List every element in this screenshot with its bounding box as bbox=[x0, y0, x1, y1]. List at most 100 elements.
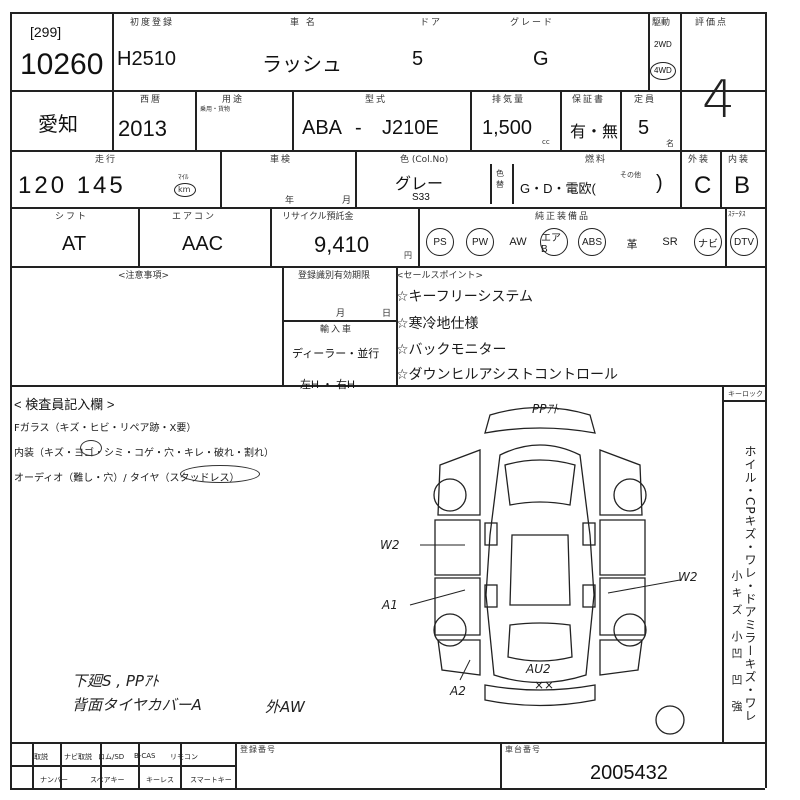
footer-label: スマートキー bbox=[190, 776, 232, 784]
mileage-unit-km: km bbox=[178, 185, 191, 194]
equipment-item: PW bbox=[466, 228, 494, 256]
shift-label: シフト bbox=[55, 212, 89, 222]
recycle-unit: 円 bbox=[404, 251, 412, 260]
trunk bbox=[507, 622, 573, 662]
doors-value: 5 bbox=[412, 48, 424, 70]
lot-number: 10260 bbox=[20, 48, 104, 81]
mark-au2: AU2 bbox=[526, 662, 551, 676]
first-reg-label: 初度登録 bbox=[130, 18, 175, 28]
wheel-rear-left bbox=[433, 613, 467, 647]
chassis-label: 車台番号 bbox=[505, 745, 541, 754]
reg-label: 登録識別有効期限 bbox=[298, 271, 371, 281]
reg-day: 日 bbox=[382, 309, 394, 319]
footer-label: 取説 bbox=[34, 753, 48, 761]
drive-2wd: 2WD bbox=[654, 40, 672, 49]
capacity-unit: 名 bbox=[666, 139, 674, 148]
equipment-item: DTV bbox=[730, 228, 758, 256]
equipment-item: PS bbox=[426, 228, 454, 256]
car-name-value: ラッシュ bbox=[262, 54, 342, 76]
footer-label: キーレス bbox=[146, 776, 174, 784]
drive-4wd: 4WD bbox=[654, 66, 672, 75]
side-legend: ホイル・CPキズ・ワレ・ドアミラーキズ・ワレ bbox=[743, 445, 757, 723]
mileage-unit-circle bbox=[174, 183, 196, 197]
class-sub: 乗用・貨物 bbox=[200, 106, 231, 113]
reg-no-label: 登録番号 bbox=[240, 745, 276, 754]
grade-label: グレード bbox=[510, 18, 555, 28]
aircon-label: エアコン bbox=[172, 212, 217, 222]
left-quarter bbox=[437, 639, 481, 676]
interior-value: B bbox=[734, 172, 751, 199]
year-label: 西暦 bbox=[140, 95, 163, 105]
sales-point-4: ☆ダウンヒルアシストコントロール bbox=[396, 367, 618, 383]
capacity-label: 定員 bbox=[634, 95, 657, 105]
equipment-label: 純正装備品 bbox=[535, 212, 591, 222]
inspection-line-audio: オーディオ（難し・穴）/ タイヤ（スタッドレス） bbox=[14, 473, 240, 484]
caution-label: <注意事項> bbox=[118, 271, 170, 281]
interior-label: 内装 bbox=[728, 155, 751, 165]
handwritten-note-3: 外AW bbox=[265, 698, 305, 716]
score-value: 4 bbox=[702, 70, 736, 130]
inspection-line-glass: Fガラス（キズ・ヒビ・リペア跡・X要） bbox=[14, 423, 197, 434]
front-bumper bbox=[484, 406, 596, 434]
mileage-unit-top: ﾏｲﾙ bbox=[178, 173, 189, 181]
car-body bbox=[485, 444, 595, 684]
mileage-label: 走行 bbox=[95, 155, 118, 165]
warranty-value: 有・無 bbox=[570, 124, 619, 141]
equipment-item: ナビ bbox=[694, 228, 722, 256]
color-code: S33 bbox=[412, 192, 430, 203]
car-name-label: 車 名 bbox=[290, 18, 317, 28]
capacity-value: 5 bbox=[638, 117, 650, 139]
model-code: J210E bbox=[382, 117, 439, 139]
sales-label: <セールスポイント> bbox=[396, 271, 484, 281]
fuel-value: G・D・電欧( bbox=[520, 181, 596, 196]
fuel-close: ) bbox=[656, 172, 663, 194]
shift-value: AT bbox=[62, 233, 87, 255]
color-value: グレー bbox=[395, 176, 444, 193]
color-change: 色替 bbox=[496, 169, 504, 189]
equipment-item: ABS bbox=[578, 228, 606, 256]
lot-bracket: [299] bbox=[30, 24, 62, 40]
left-fender bbox=[437, 449, 481, 516]
roof bbox=[509, 534, 571, 606]
hood bbox=[504, 459, 576, 506]
first-reg-value: H2510 bbox=[117, 48, 176, 70]
equipment-item: AW bbox=[509, 236, 527, 248]
fuel-other: その他 bbox=[620, 171, 641, 179]
left-rear-door bbox=[434, 577, 481, 636]
sales-point-3: ☆バックモニター bbox=[396, 342, 507, 358]
fuel-label: 燃料 bbox=[585, 155, 608, 165]
inspection-label: 車検 bbox=[270, 155, 293, 165]
displacement-unit: cc bbox=[542, 138, 550, 146]
reg-month: 月 bbox=[336, 309, 348, 319]
right-front-door bbox=[599, 519, 646, 576]
mileage-value: 120 145 bbox=[18, 172, 126, 199]
class-label: 用途 bbox=[222, 95, 245, 105]
window-right-rear bbox=[582, 584, 596, 608]
color-label: 色 (Col.No) bbox=[400, 155, 449, 165]
handwritten-note-2: 背面タイヤカバーA bbox=[72, 696, 202, 714]
doors-label: ドア bbox=[420, 18, 443, 28]
sales-point-2: ☆寒冷地仕様 bbox=[396, 316, 479, 332]
import-label: 輸入車 bbox=[320, 325, 354, 335]
wheel-rear-right bbox=[613, 613, 647, 647]
recycle-value: 9,410 bbox=[314, 232, 370, 257]
displacement-label: 排気量 bbox=[492, 95, 526, 105]
handwritten-note-1: 下廻S , PPｱﾄ bbox=[72, 672, 159, 690]
model-prefix: ABA bbox=[302, 117, 343, 139]
car-damage-diagram bbox=[409, 406, 685, 735]
model-label: 型式 bbox=[365, 95, 388, 105]
warranty-label: 保証書 bbox=[572, 95, 606, 105]
grade-value: G bbox=[533, 48, 549, 70]
wheel-front-left bbox=[433, 478, 467, 512]
right-fender bbox=[599, 449, 643, 516]
equipment-item: SR bbox=[662, 236, 678, 248]
right-rear-door bbox=[599, 577, 646, 636]
exterior-label: 外装 bbox=[688, 155, 711, 165]
footer-label: リモコン bbox=[170, 753, 198, 761]
inspection-line-interior: 内装（キズ・ヨゴ・シミ・コゲ・穴・キレ・破れ・割れ） bbox=[14, 448, 274, 459]
score-label: 評価点 bbox=[695, 18, 729, 28]
exterior-value: C bbox=[694, 172, 712, 199]
footer-label: B-CAS bbox=[134, 752, 156, 760]
circle-tire bbox=[180, 465, 260, 483]
aircon-value: AAC bbox=[182, 233, 224, 255]
